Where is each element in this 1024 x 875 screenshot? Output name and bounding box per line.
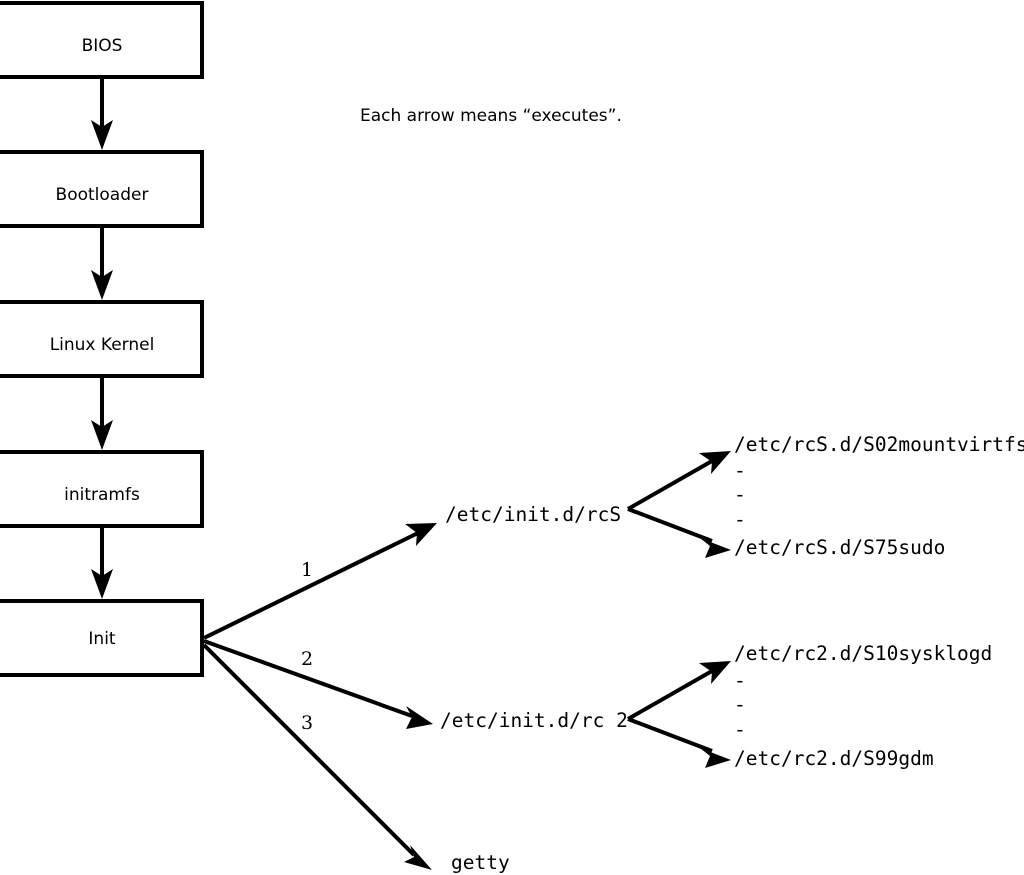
node-bootloader[interactable]: Bootloader (0, 150, 204, 228)
rc2-script-last: /etc/rc2.d/S99gdm (734, 747, 934, 770)
rc2-ellipsis-dash-1: - (734, 669, 746, 692)
arrowhead-icon (91, 420, 113, 450)
initramfs-box[interactable] (0, 450, 204, 528)
arrowhead-icon (699, 451, 731, 474)
arrowhead-icon (404, 845, 432, 870)
linux-kernel-label: Linux Kernel (50, 335, 155, 355)
init-label: Init (88, 629, 116, 649)
node-rc2-label[interactable]: /etc/init.d/rc 2 (440, 709, 628, 732)
arrow-rcs-to-first-script (627, 451, 731, 511)
rcs-ellipsis-dash-2: - (734, 483, 746, 506)
initramfs-label: initramfs (64, 485, 140, 505)
rcs-ellipsis-dash-3: - (734, 508, 746, 531)
arrow-init-branch-1 (203, 523, 437, 640)
node-getty-label[interactable]: getty (451, 851, 510, 874)
bootloader-label: Bootloader (56, 185, 149, 205)
arrow-init-branch-2 (203, 639, 433, 729)
arrow-rc2-to-first-script (627, 661, 731, 721)
bootloader-box[interactable] (0, 150, 204, 228)
arrowhead-icon (699, 661, 731, 684)
arrow-rcs-to-last-script (627, 507, 731, 558)
arrowhead-icon (405, 523, 437, 546)
branch-2-number: 2 (301, 648, 313, 670)
arrow-bios-to-bootloader (91, 77, 113, 150)
rc2-ellipsis-dash-2: - (734, 693, 746, 716)
node-bios[interactable]: BIOS (0, 1, 204, 79)
rc2-script-first: /etc/rc2.d/S10sysklogd (734, 642, 992, 665)
arrow-init-branch-3 (202, 643, 432, 870)
branch-1-number: 1 (301, 559, 313, 581)
legend-note: Each arrow means “executes”. (360, 106, 622, 126)
rc2-ellipsis-dash-3: - (734, 718, 746, 741)
arrow-initramfs-to-init (91, 526, 113, 599)
arrowhead-icon (700, 748, 731, 768)
arrow-kernel-to-initramfs (91, 376, 113, 450)
linux-kernel-box[interactable] (0, 300, 204, 378)
arrowhead-icon (700, 538, 731, 558)
branch-3-number: 3 (301, 712, 313, 734)
node-initramfs[interactable]: initramfs (0, 450, 204, 528)
bios-label: BIOS (82, 36, 123, 56)
rcs-script-last: /etc/rcS.d/S75sudo (734, 536, 945, 559)
bios-box[interactable] (0, 1, 204, 79)
node-linux-kernel[interactable]: Linux Kernel (0, 300, 204, 378)
init-box[interactable] (0, 599, 204, 677)
node-rcs-label[interactable]: /etc/init.d/rcS (445, 503, 621, 526)
arrow-rc2-to-last-script (627, 717, 731, 768)
arrowhead-icon (91, 270, 113, 300)
node-init[interactable]: Init (0, 599, 204, 677)
arrowhead-icon (406, 706, 433, 729)
rcs-script-first: /etc/rcS.d/S02mountvirtfs (734, 433, 1024, 456)
arrowhead-icon (91, 120, 113, 150)
arrowhead-icon (91, 569, 113, 599)
rcs-ellipsis-dash-1: - (734, 459, 746, 482)
arrow-bootloader-to-kernel (91, 226, 113, 300)
